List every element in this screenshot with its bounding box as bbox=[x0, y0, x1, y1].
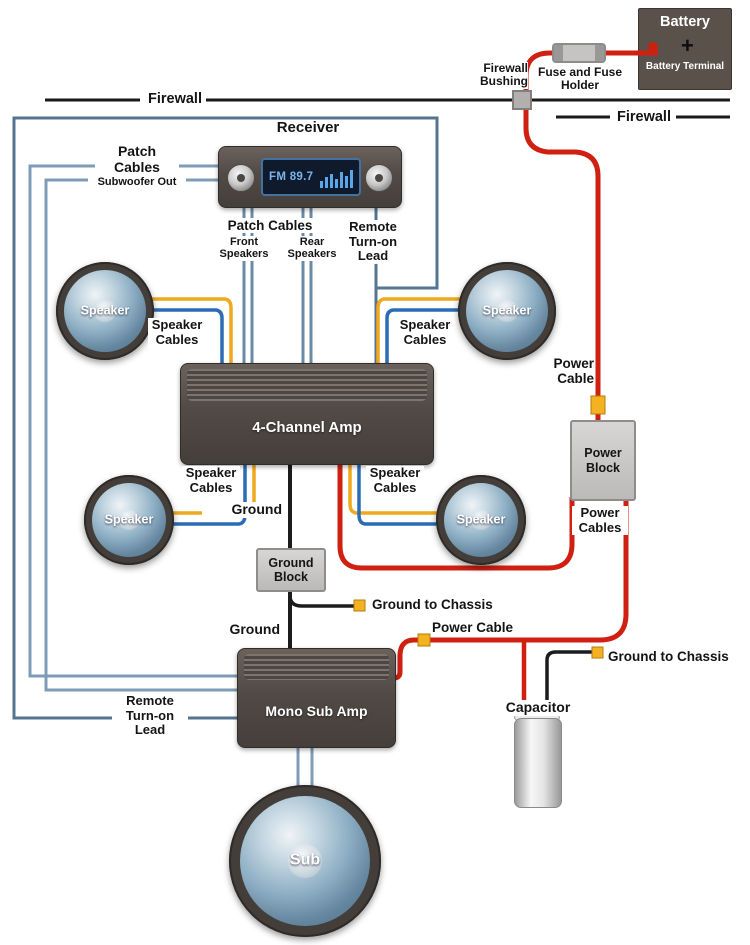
power-cable-label-mid: Power Cable bbox=[544, 356, 594, 387]
remote-turn-on-label-top: Remote Turn-on Lead bbox=[338, 219, 408, 264]
chassis-lug-icon-1 bbox=[353, 599, 366, 612]
patch-cables-bottom-label: Patch Cables bbox=[223, 218, 317, 234]
power-cables-label: Power Cables bbox=[572, 505, 628, 536]
speaker-cable-rr-blue bbox=[357, 462, 437, 526]
four-channel-amp-label: 4-Channel Amp bbox=[252, 419, 362, 436]
speaker-cone bbox=[240, 796, 370, 926]
speaker-label: Speaker bbox=[104, 512, 154, 527]
speaker-front-right: Speaker bbox=[458, 262, 556, 360]
firewall-label-left: Firewall bbox=[144, 91, 206, 108]
speaker-cable-fr-blue bbox=[385, 308, 462, 363]
speaker-label: Speaker bbox=[482, 303, 532, 318]
subwoofer-out-label: Subwoofer Out bbox=[88, 176, 186, 189]
firewall-bushing bbox=[512, 90, 532, 110]
dustcap-icon bbox=[288, 844, 322, 878]
firewall-label-right: Firewall bbox=[612, 109, 676, 126]
ground-label-upper: Ground bbox=[202, 501, 282, 518]
radio-display: FM 89.7 bbox=[261, 158, 361, 196]
ground-to-chassis-wire-2 bbox=[545, 650, 592, 716]
speaker-front-left: Speaker bbox=[56, 262, 154, 360]
power-cable-block-to-amp4 bbox=[337, 462, 575, 571]
fuse-holder bbox=[552, 43, 606, 63]
power-block: Power Block bbox=[570, 420, 636, 501]
patch-cables-left-label: Patch Cables bbox=[95, 143, 179, 176]
sub-label: Sub bbox=[289, 851, 321, 869]
speaker-cable-fl-blue bbox=[150, 308, 224, 363]
capacitor bbox=[514, 718, 562, 808]
speaker-cone bbox=[444, 483, 518, 557]
dustcap-icon bbox=[94, 300, 116, 322]
chassis-lug-icon-2 bbox=[591, 646, 604, 659]
inline-fuse-icon bbox=[590, 395, 606, 415]
speaker-label: Speaker bbox=[456, 512, 506, 527]
power-cable-label-low: Power Cable bbox=[432, 620, 514, 636]
speaker-cables-label-fl: Speaker Cables bbox=[148, 317, 206, 348]
firewall-bushing-label: Firewall Bushing bbox=[448, 61, 528, 89]
capacitor-label: Capacitor bbox=[498, 699, 578, 716]
volume-knob-icon bbox=[227, 164, 255, 192]
radio-frequency: FM 89.7 bbox=[269, 171, 314, 183]
speaker-cables-label-rr: Speaker Cables bbox=[366, 465, 424, 496]
battery-label: Battery bbox=[660, 14, 710, 30]
mono-sub-amp-label: Mono Sub Amp bbox=[265, 703, 368, 719]
remote-turn-on-loop-wire bbox=[12, 116, 439, 720]
speaker-cone bbox=[64, 270, 146, 352]
ground-to-chassis-label-1: Ground to Chassis bbox=[372, 597, 493, 613]
power-connector-icon bbox=[417, 633, 431, 647]
power-cable-block-to-monoamp bbox=[393, 497, 629, 681]
rear-speakers-label: Rear Speakers bbox=[282, 236, 342, 261]
heatsink-fins bbox=[187, 369, 427, 401]
speaker-rear-right: Speaker bbox=[436, 475, 526, 565]
speaker-label: Speaker bbox=[80, 303, 130, 318]
signal-bars-icon bbox=[320, 166, 353, 188]
speaker-cables-label-fr: Speaker Cables bbox=[396, 317, 454, 348]
speaker-cone bbox=[92, 483, 166, 557]
speaker-cone bbox=[466, 270, 548, 352]
dustcap-icon bbox=[119, 510, 139, 530]
speaker-cable-fr-yellow bbox=[376, 297, 462, 363]
sub-speaker-wires bbox=[296, 746, 314, 792]
dustcap-icon bbox=[496, 300, 518, 322]
ground-label-lower: Ground bbox=[200, 621, 280, 638]
receiver: FM 89.7 bbox=[218, 146, 402, 208]
heatsink-fins bbox=[244, 654, 389, 680]
front-speakers-label: Front Speakers bbox=[214, 236, 274, 261]
receiver-label: Receiver bbox=[258, 119, 358, 137]
battery-terminal-icon bbox=[648, 42, 658, 52]
tuning-knob-icon bbox=[365, 164, 393, 192]
plus-icon: + bbox=[681, 33, 694, 58]
speaker-rear-left: Speaker bbox=[84, 475, 174, 565]
battery-terminal-label: Battery Terminal bbox=[645, 61, 725, 72]
speaker-cable-fl-yellow bbox=[150, 297, 233, 363]
ground-to-chassis-label-2: Ground to Chassis bbox=[608, 649, 729, 665]
fuse-holder-label: Fuse and Fuse Holder bbox=[534, 65, 626, 93]
remote-turn-on-label-bottom: Remote Turn-on Lead bbox=[112, 693, 188, 738]
ground-block: Ground Block bbox=[256, 548, 326, 592]
ground-to-chassis-wire-1 bbox=[288, 595, 354, 608]
speaker-cables-label-rl: Speaker Cables bbox=[182, 465, 240, 496]
speaker-cable-rr-yellow bbox=[348, 462, 437, 515]
four-channel-amp: 4-Channel Amp bbox=[180, 363, 434, 465]
subwoofer: Sub bbox=[229, 785, 381, 937]
mono-sub-amp: Mono Sub Amp bbox=[237, 648, 396, 748]
power-cable-battery-to-block bbox=[523, 50, 658, 420]
dustcap-icon bbox=[471, 510, 491, 530]
